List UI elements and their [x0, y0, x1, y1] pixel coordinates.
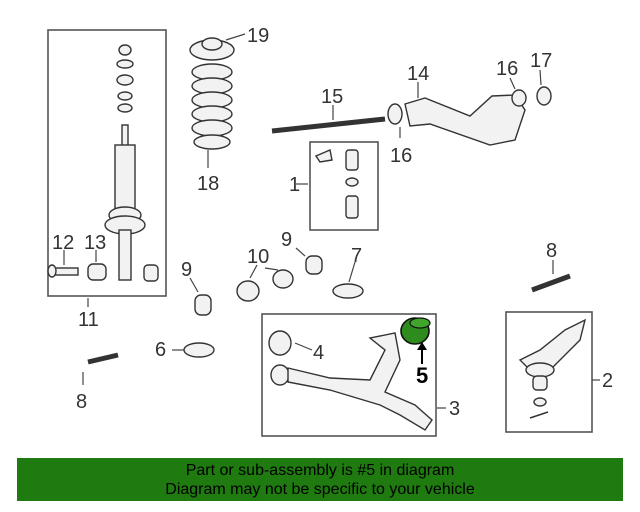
callout-2: 2: [602, 370, 613, 392]
coil-spring-18-illustration: [191, 63, 233, 150]
callout-16-upper: 16: [496, 58, 518, 80]
callout-8-right: 8: [546, 240, 557, 262]
spring-mount-19-illustration: [189, 37, 235, 61]
info-banner: Part or sub-assembly is #5 in diagram Di…: [17, 458, 623, 501]
banner-line-disclaimer: Diagram may not be specific to your vehi…: [165, 481, 475, 498]
callout-19: 19: [247, 25, 269, 47]
banner-line-part: Part or sub-assembly is #5 in diagram: [185, 462, 455, 479]
shock-absorber-illustration: [104, 44, 159, 282]
bolt-15-illustration: [271, 116, 386, 134]
callout-7: 7: [351, 245, 362, 267]
callout-9-upper: 9: [281, 229, 292, 251]
callout-17: 17: [530, 50, 552, 72]
bolt-12-illustration: [47, 264, 79, 278]
callout-1: 1: [289, 174, 300, 196]
mount-7-illustration: [332, 283, 364, 299]
callout-9-lower: 9: [181, 259, 192, 281]
mount-6-illustration: [183, 342, 215, 358]
lower-control-arm-illustration: [268, 330, 433, 431]
bushing-10-illustration: [236, 269, 294, 302]
upper-control-arm-14-illustration: [387, 94, 526, 146]
callout-6: 6: [155, 339, 166, 361]
steering-knuckle-box: [505, 311, 593, 433]
shock-absorber-group-box: [47, 29, 167, 297]
lower-control-arm-box: [261, 313, 437, 437]
callout-5: 5: [416, 363, 428, 388]
bushing-16-illustration: [511, 89, 527, 107]
callout-12: 12: [52, 232, 74, 254]
ball-joint-kit-box: [309, 141, 379, 231]
callout-11: 11: [78, 309, 99, 331]
callout-4: 4: [313, 342, 324, 364]
callout-14: 14: [407, 63, 429, 85]
callout-18: 18: [197, 173, 219, 195]
callout-13: 13: [84, 232, 106, 254]
bolt-8-left-illustration: [87, 352, 119, 365]
callout-15: 15: [321, 86, 343, 108]
steering-knuckle-illustration: [518, 318, 587, 419]
bolt-8-right-illustration: [531, 273, 571, 293]
ball-joint-kit-illustration: [314, 149, 359, 219]
bushing-5-highlighted-illustration: [400, 317, 431, 345]
bushing-13-illustration: [87, 263, 107, 281]
callout-3: 3: [449, 398, 460, 420]
bushing-9-lower-illustration: [194, 294, 212, 316]
bushing-17-illustration: [536, 86, 552, 106]
callout-8-left: 8: [76, 391, 87, 413]
callout-5-arrowhead: [417, 342, 427, 350]
parts-diagram: 11 12 13 19 18 15 14 16 16 17: [47, 25, 613, 437]
bushing-9-upper-illustration: [305, 255, 323, 275]
callout-10: 10: [247, 246, 269, 268]
callout-16-lower: 16: [390, 145, 412, 167]
